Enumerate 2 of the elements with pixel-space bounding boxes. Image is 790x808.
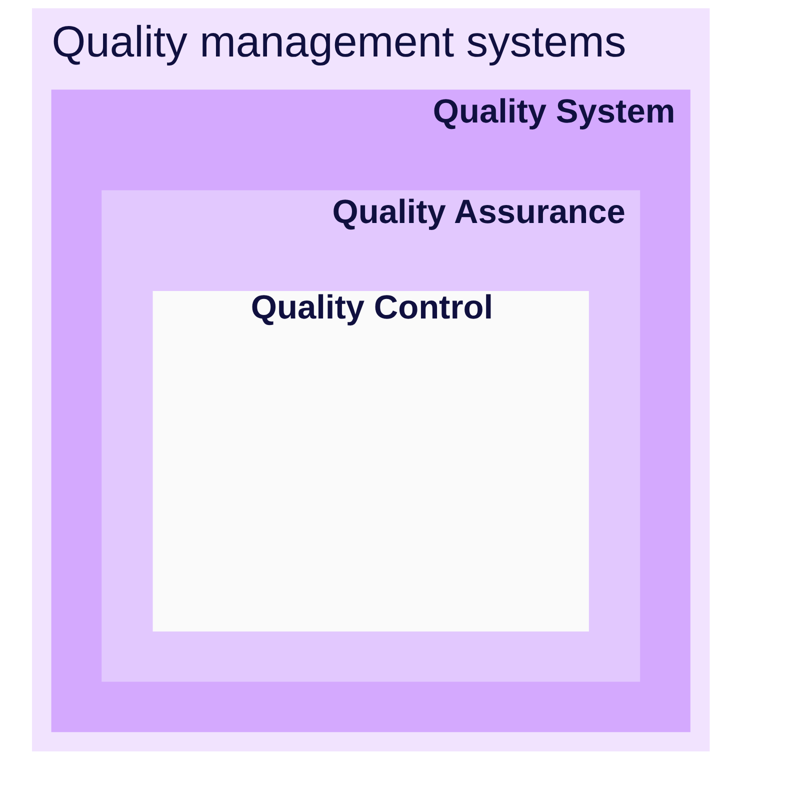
diagram-title: Quality management systems	[52, 18, 626, 67]
node-box: Quality Control	[152, 290, 589, 632]
